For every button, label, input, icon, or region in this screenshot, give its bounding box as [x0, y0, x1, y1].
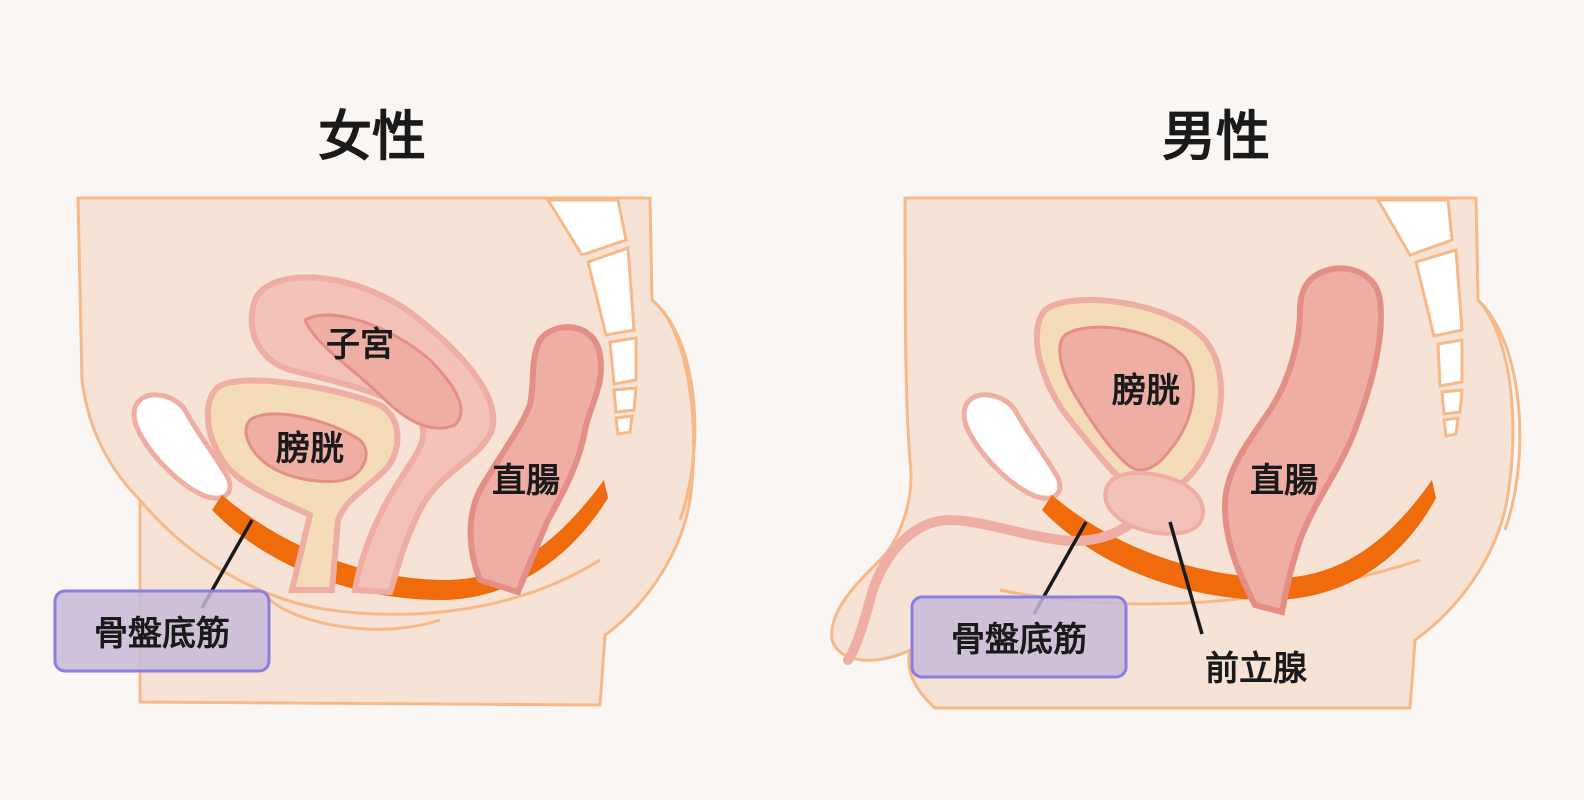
- female-title: 女性: [318, 105, 426, 168]
- female-uterus: [248, 274, 497, 596]
- male-bladder-inner: [1058, 325, 1195, 472]
- male-panel: 男性 膀胱 直腸 前立腺: [830, 105, 1522, 710]
- male-title: 男性: [1162, 105, 1270, 168]
- male-spine: [1375, 198, 1464, 438]
- female-uterus-inner: [303, 313, 463, 430]
- male-pelvic-floor-muscle: [1042, 480, 1436, 600]
- male-rectum: [1221, 265, 1384, 616]
- male-prostate: [1103, 471, 1205, 536]
- male-buttock-line: [1476, 298, 1522, 531]
- male-label-rectum: 直腸: [1250, 461, 1318, 501]
- male-urethra: [843, 500, 1155, 665]
- female-lower-contour: [138, 499, 601, 616]
- female-bladder-inner: [244, 412, 368, 484]
- male-pelvic-floor-label-box: [910, 595, 1128, 679]
- female-spine: [545, 198, 638, 436]
- male-label-pelvic-floor: 骨盤底筋: [951, 620, 1087, 660]
- female-pelvic-floor-label-box: [53, 589, 271, 673]
- female-label-bladder: 膀胱: [276, 429, 344, 469]
- female-rectum: [467, 324, 604, 596]
- female-label-uterus: 子宮: [326, 325, 394, 365]
- female-perineum-contour: [269, 598, 441, 631]
- female-label-rectum: 直腸: [492, 461, 560, 501]
- female-buttock-line: [651, 298, 697, 521]
- female-label-pelvic-floor: 骨盤底筋: [94, 614, 230, 654]
- male-label-bladder: 膀胱: [1112, 371, 1180, 411]
- female-panel: 女性 子宮 膀胱 直腸: [53, 105, 697, 707]
- male-label-prostate: 前立腺: [1205, 649, 1308, 689]
- male-prostate-leader: [1168, 521, 1204, 635]
